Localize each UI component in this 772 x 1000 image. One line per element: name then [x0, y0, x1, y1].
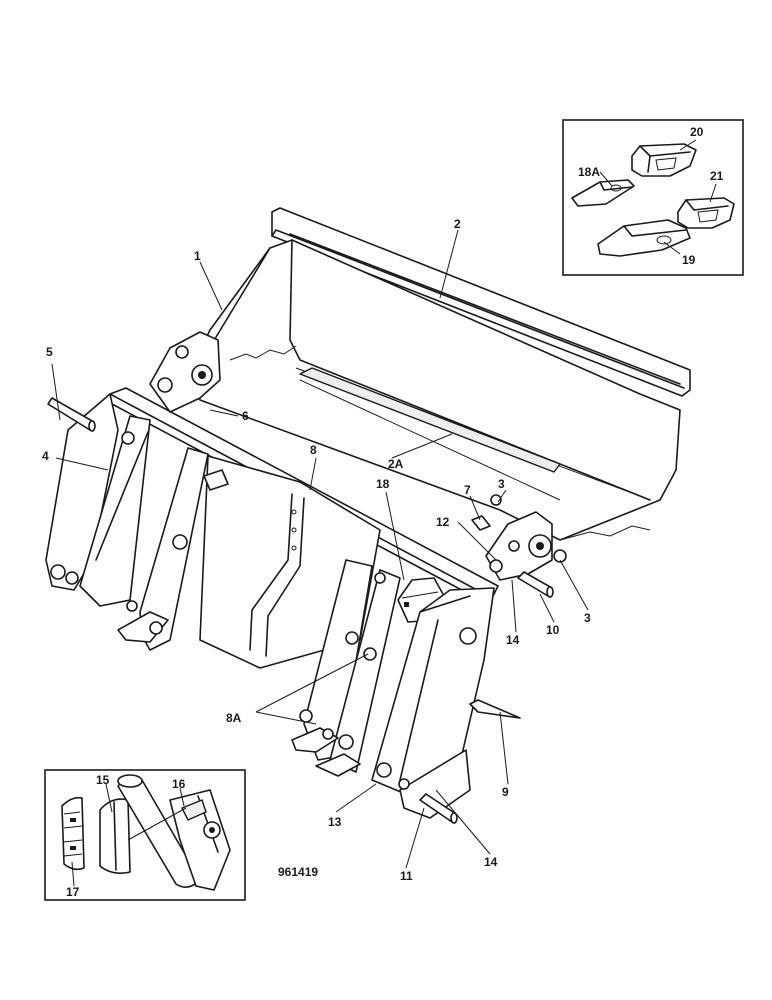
pin-10 — [517, 571, 554, 598]
tooth-18a — [571, 179, 635, 207]
right-hinge-bracket — [471, 494, 567, 581]
adaptor-20 — [631, 143, 697, 177]
callout-3-lower: 3 — [584, 611, 591, 625]
bolt-7 — [471, 515, 491, 531]
inset-teeth-frame — [562, 119, 744, 276]
callout-9: 9 — [502, 785, 509, 799]
left-hinge-bracket — [149, 331, 221, 413]
pin-5 — [47, 397, 96, 432]
drawing-number: 961419 — [278, 865, 318, 879]
callout-17: 17 — [66, 885, 80, 899]
callout-16: 16 — [172, 777, 186, 791]
bucket-assembly — [45, 207, 691, 824]
callout-8: 8 — [310, 443, 317, 457]
callout-6: 6 — [242, 409, 249, 423]
callout-2: 2 — [454, 217, 461, 231]
callout-1: 1 — [194, 249, 201, 263]
callout-labels: 1 2 2A 3 3 4 5 6 7 8 8A 9 10 11 12 13 14… — [42, 125, 724, 899]
callout-14-lower: 14 — [484, 855, 498, 869]
inset-lock — [44, 769, 246, 901]
frame-left — [45, 393, 151, 607]
callout-18: 18 — [376, 477, 390, 491]
callout-10: 10 — [546, 623, 560, 637]
callout-4: 4 — [42, 449, 49, 463]
adaptor-21 — [677, 197, 735, 229]
callout-15: 15 — [96, 773, 110, 787]
callout-13: 13 — [328, 815, 342, 829]
callout-2a: 2A — [388, 457, 404, 471]
cutting-edge-9 — [469, 699, 521, 719]
wear-strip-2 — [271, 207, 691, 397]
callout-19: 19 — [682, 253, 696, 267]
frame-right — [371, 587, 495, 819]
callout-3-upper: 3 — [498, 477, 505, 491]
nut-3 — [490, 494, 502, 506]
callout-20: 20 — [690, 125, 704, 139]
bush-8a — [363, 647, 377, 661]
callout-21: 21 — [710, 169, 724, 183]
inset-teeth — [562, 119, 744, 276]
arm-tube — [117, 774, 231, 891]
leader-lines — [51, 139, 717, 887]
callout-7: 7 — [464, 483, 471, 497]
callout-11: 11 — [400, 869, 413, 883]
callout-5: 5 — [46, 345, 53, 359]
washer-3 — [553, 549, 567, 563]
pad-15 — [99, 798, 131, 874]
callout-14-upper: 14 — [506, 633, 520, 647]
segment-17 — [61, 796, 85, 871]
callout-8a: 8A — [226, 711, 242, 725]
callout-12: 12 — [436, 515, 450, 529]
callout-18a: 18A — [578, 165, 600, 179]
frame-bracket-right — [291, 559, 401, 777]
inset-lock-frame — [44, 769, 246, 901]
bucket-shell-1 — [189, 239, 681, 541]
frame-bracket-left — [117, 447, 209, 651]
pin-11 — [419, 793, 458, 824]
tooth-19 — [597, 219, 691, 257]
